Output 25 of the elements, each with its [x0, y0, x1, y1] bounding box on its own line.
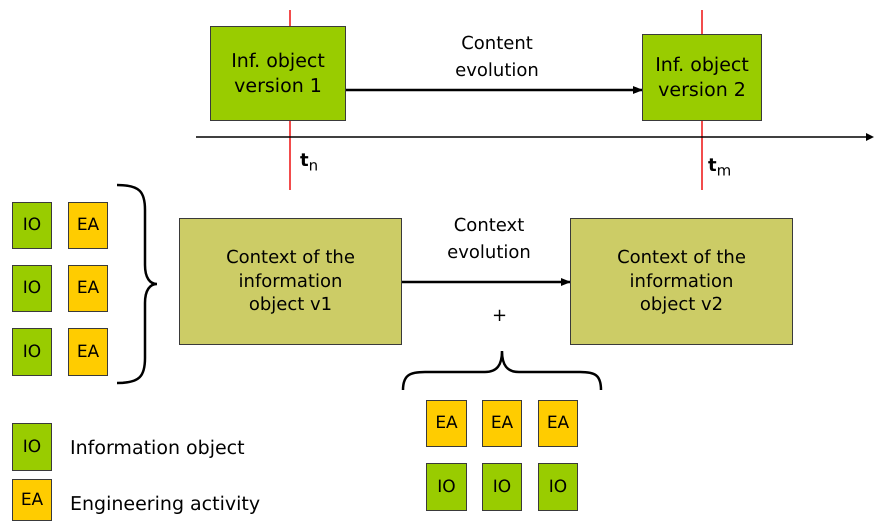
- context-box: Context of the information object v1: [179, 218, 402, 345]
- io-box: IO: [12, 265, 52, 312]
- plus-sign: +: [492, 305, 508, 326]
- swatch-label: IO: [22, 436, 42, 459]
- io-box: IO: [426, 463, 467, 511]
- arrow: [346, 86, 643, 94]
- io-box: IO: [538, 463, 578, 511]
- io-box: IO: [482, 463, 522, 511]
- io-box: IO: [12, 328, 52, 376]
- context-box: Context of the information object v2: [570, 218, 793, 345]
- time-label: t$_{m}$: [708, 155, 732, 180]
- ea-box: EA: [68, 265, 108, 312]
- ea-box: EA: [426, 400, 467, 447]
- io-box: IO: [12, 202, 52, 249]
- legend-text: Information object: [70, 437, 245, 459]
- arrow: [402, 278, 571, 286]
- time-label: t$_{n}$: [300, 150, 318, 175]
- ea-box: EA: [482, 400, 522, 447]
- ea-box: EA: [68, 328, 108, 376]
- legend-text: Engineering activity: [70, 493, 260, 515]
- ea-box: EA: [538, 400, 578, 447]
- swatch-label: EA: [20, 489, 44, 512]
- ea-box: EA: [68, 202, 108, 249]
- version-box: Inf. object version 1: [210, 26, 346, 121]
- version-box: Inf. object version 2: [642, 34, 762, 121]
